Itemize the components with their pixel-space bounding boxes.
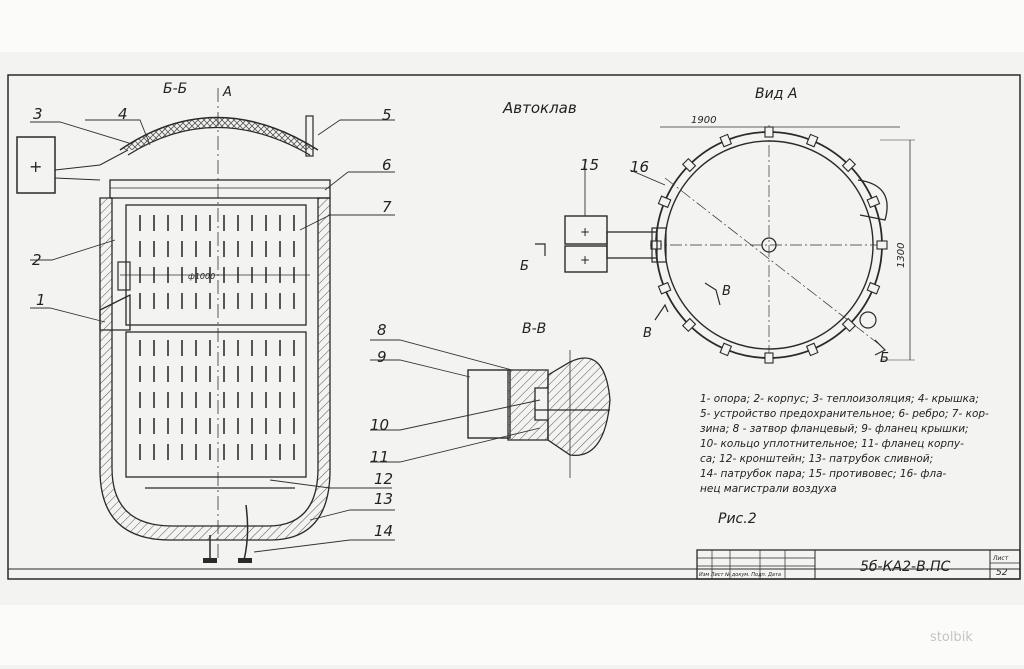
flange-clamp [805, 342, 819, 357]
diameter-dim: ф1000 [188, 272, 215, 281]
legend-line-6: 14- патрубок пара; 15- противовес; 16- ф… [700, 468, 947, 480]
hinge [857, 179, 888, 221]
sheet-number: 52 [996, 568, 1008, 578]
cut-b-right: Б [880, 351, 889, 366]
stamp-row: Изм Лист № докум. Подп. Дата [699, 572, 781, 578]
flange-clamp [719, 342, 733, 357]
width-dim: 1900 [691, 115, 716, 126]
legend-line-7: нец магистрали воздуха [700, 483, 837, 495]
counterweight-bottom [564, 245, 608, 273]
cut-v-top: В [722, 284, 731, 299]
section-vv-label: В-В [522, 321, 546, 337]
callout-1: 1 [36, 291, 46, 309]
legend-line-1: 1- опора; 2- корпус; 3- теплоизоляция; 4… [700, 393, 979, 405]
title-block: Изм Лист № докум. Подп. Дата 5б-КА2-В.ПС… [696, 549, 1021, 580]
callout-16: 16 [630, 158, 649, 176]
view-a-label: Вид А [755, 86, 797, 102]
height-dim: 1300 [896, 243, 907, 268]
flange-lock [547, 357, 611, 456]
legend-line-5: са; 12- кронштейн; 13- патрубок сливной; [700, 453, 933, 465]
flange-clamp [764, 352, 774, 364]
cut-b-left: Б [520, 259, 529, 274]
plus-sign-2: + [580, 225, 590, 239]
flange-clamp [650, 240, 662, 250]
drawing-title: Автоклав [502, 99, 577, 117]
body-insulation [99, 197, 331, 541]
view-a: Вид А 1900 1300 + + Б Б В В [520, 86, 915, 366]
callout-4: 4 [118, 105, 128, 123]
flange-clamps [650, 126, 888, 364]
drawing-frame [7, 74, 1021, 580]
flange-clamp [764, 126, 774, 138]
cut-v-bottom: В [643, 326, 652, 341]
flange-clamp [681, 157, 697, 173]
callout-14: 14 [374, 522, 393, 540]
plus-sign-3: + [580, 253, 590, 267]
top-margin [0, 0, 1024, 52]
callout-numbers: 1 2 3 4 5 6 7 8 9 10 11 12 13 14 15 16 [32, 105, 649, 540]
counterweight-arm [606, 231, 658, 259]
flange-clamp [805, 133, 819, 148]
watermark: stolbik [930, 630, 973, 645]
counterweight [16, 136, 56, 194]
sheet-label: Лист [992, 555, 1009, 562]
flange-clamp [657, 195, 672, 209]
flange-body [507, 369, 549, 441]
callout-12: 12 [374, 470, 393, 488]
section-bb-label: Б-Б [163, 81, 187, 97]
autoclave-section: + Б-Б А ф1000 [16, 81, 331, 563]
callout-8: 8 [377, 321, 387, 339]
flange-clamp [866, 281, 881, 295]
callout-11: 11 [370, 448, 389, 466]
callout-5: 5 [382, 106, 392, 124]
callout-9: 9 [377, 348, 387, 366]
figure-label: Рис.2 [718, 511, 757, 527]
plus-sign: + [29, 157, 42, 176]
bottom-margin [0, 605, 1024, 665]
flange-clamp [866, 195, 881, 209]
support [99, 293, 131, 331]
basket-upper [125, 204, 307, 326]
callout-15: 15 [580, 156, 599, 174]
flange-clamp [841, 157, 857, 173]
legend-line-4: 10- кольцо уплотнительное; 11- фланец ко… [700, 438, 964, 450]
callout-3: 3 [33, 105, 43, 123]
counterweight-top [564, 215, 608, 245]
callout-6: 6 [382, 156, 392, 174]
flange-clamp [841, 317, 857, 333]
leader-lines-left [30, 119, 395, 553]
basket-slots [139, 215, 295, 460]
steam-pipe [209, 504, 249, 561]
parts-legend: 1- опора; 2- корпус; 3- теплоизоляция; 4… [700, 393, 989, 495]
leader-lines-vv [370, 339, 541, 463]
flange-clamp [719, 133, 733, 148]
basket-lower [125, 331, 307, 478]
flange-clamp [681, 317, 697, 333]
callout-7: 7 [382, 198, 392, 216]
callout-10: 10 [370, 416, 389, 434]
legend-line-3: зина; 8 - затвор фланцевый; 9- фланец кр… [700, 423, 969, 435]
flange-clamp [876, 240, 888, 250]
view-mark-a: А [222, 85, 232, 100]
flange-clamp [657, 281, 672, 295]
callout-13: 13 [374, 490, 393, 508]
document-code: 5б-КА2-В.ПС [860, 559, 951, 575]
callout-2: 2 [32, 251, 42, 269]
flange-detail-vv: В-В [467, 321, 611, 478]
flange-ring [109, 179, 331, 199]
flange-cover [467, 369, 511, 439]
safety-valve [305, 115, 314, 157]
legend-line-2: 5- устройство предохранительное; 6- ребр… [700, 408, 989, 420]
